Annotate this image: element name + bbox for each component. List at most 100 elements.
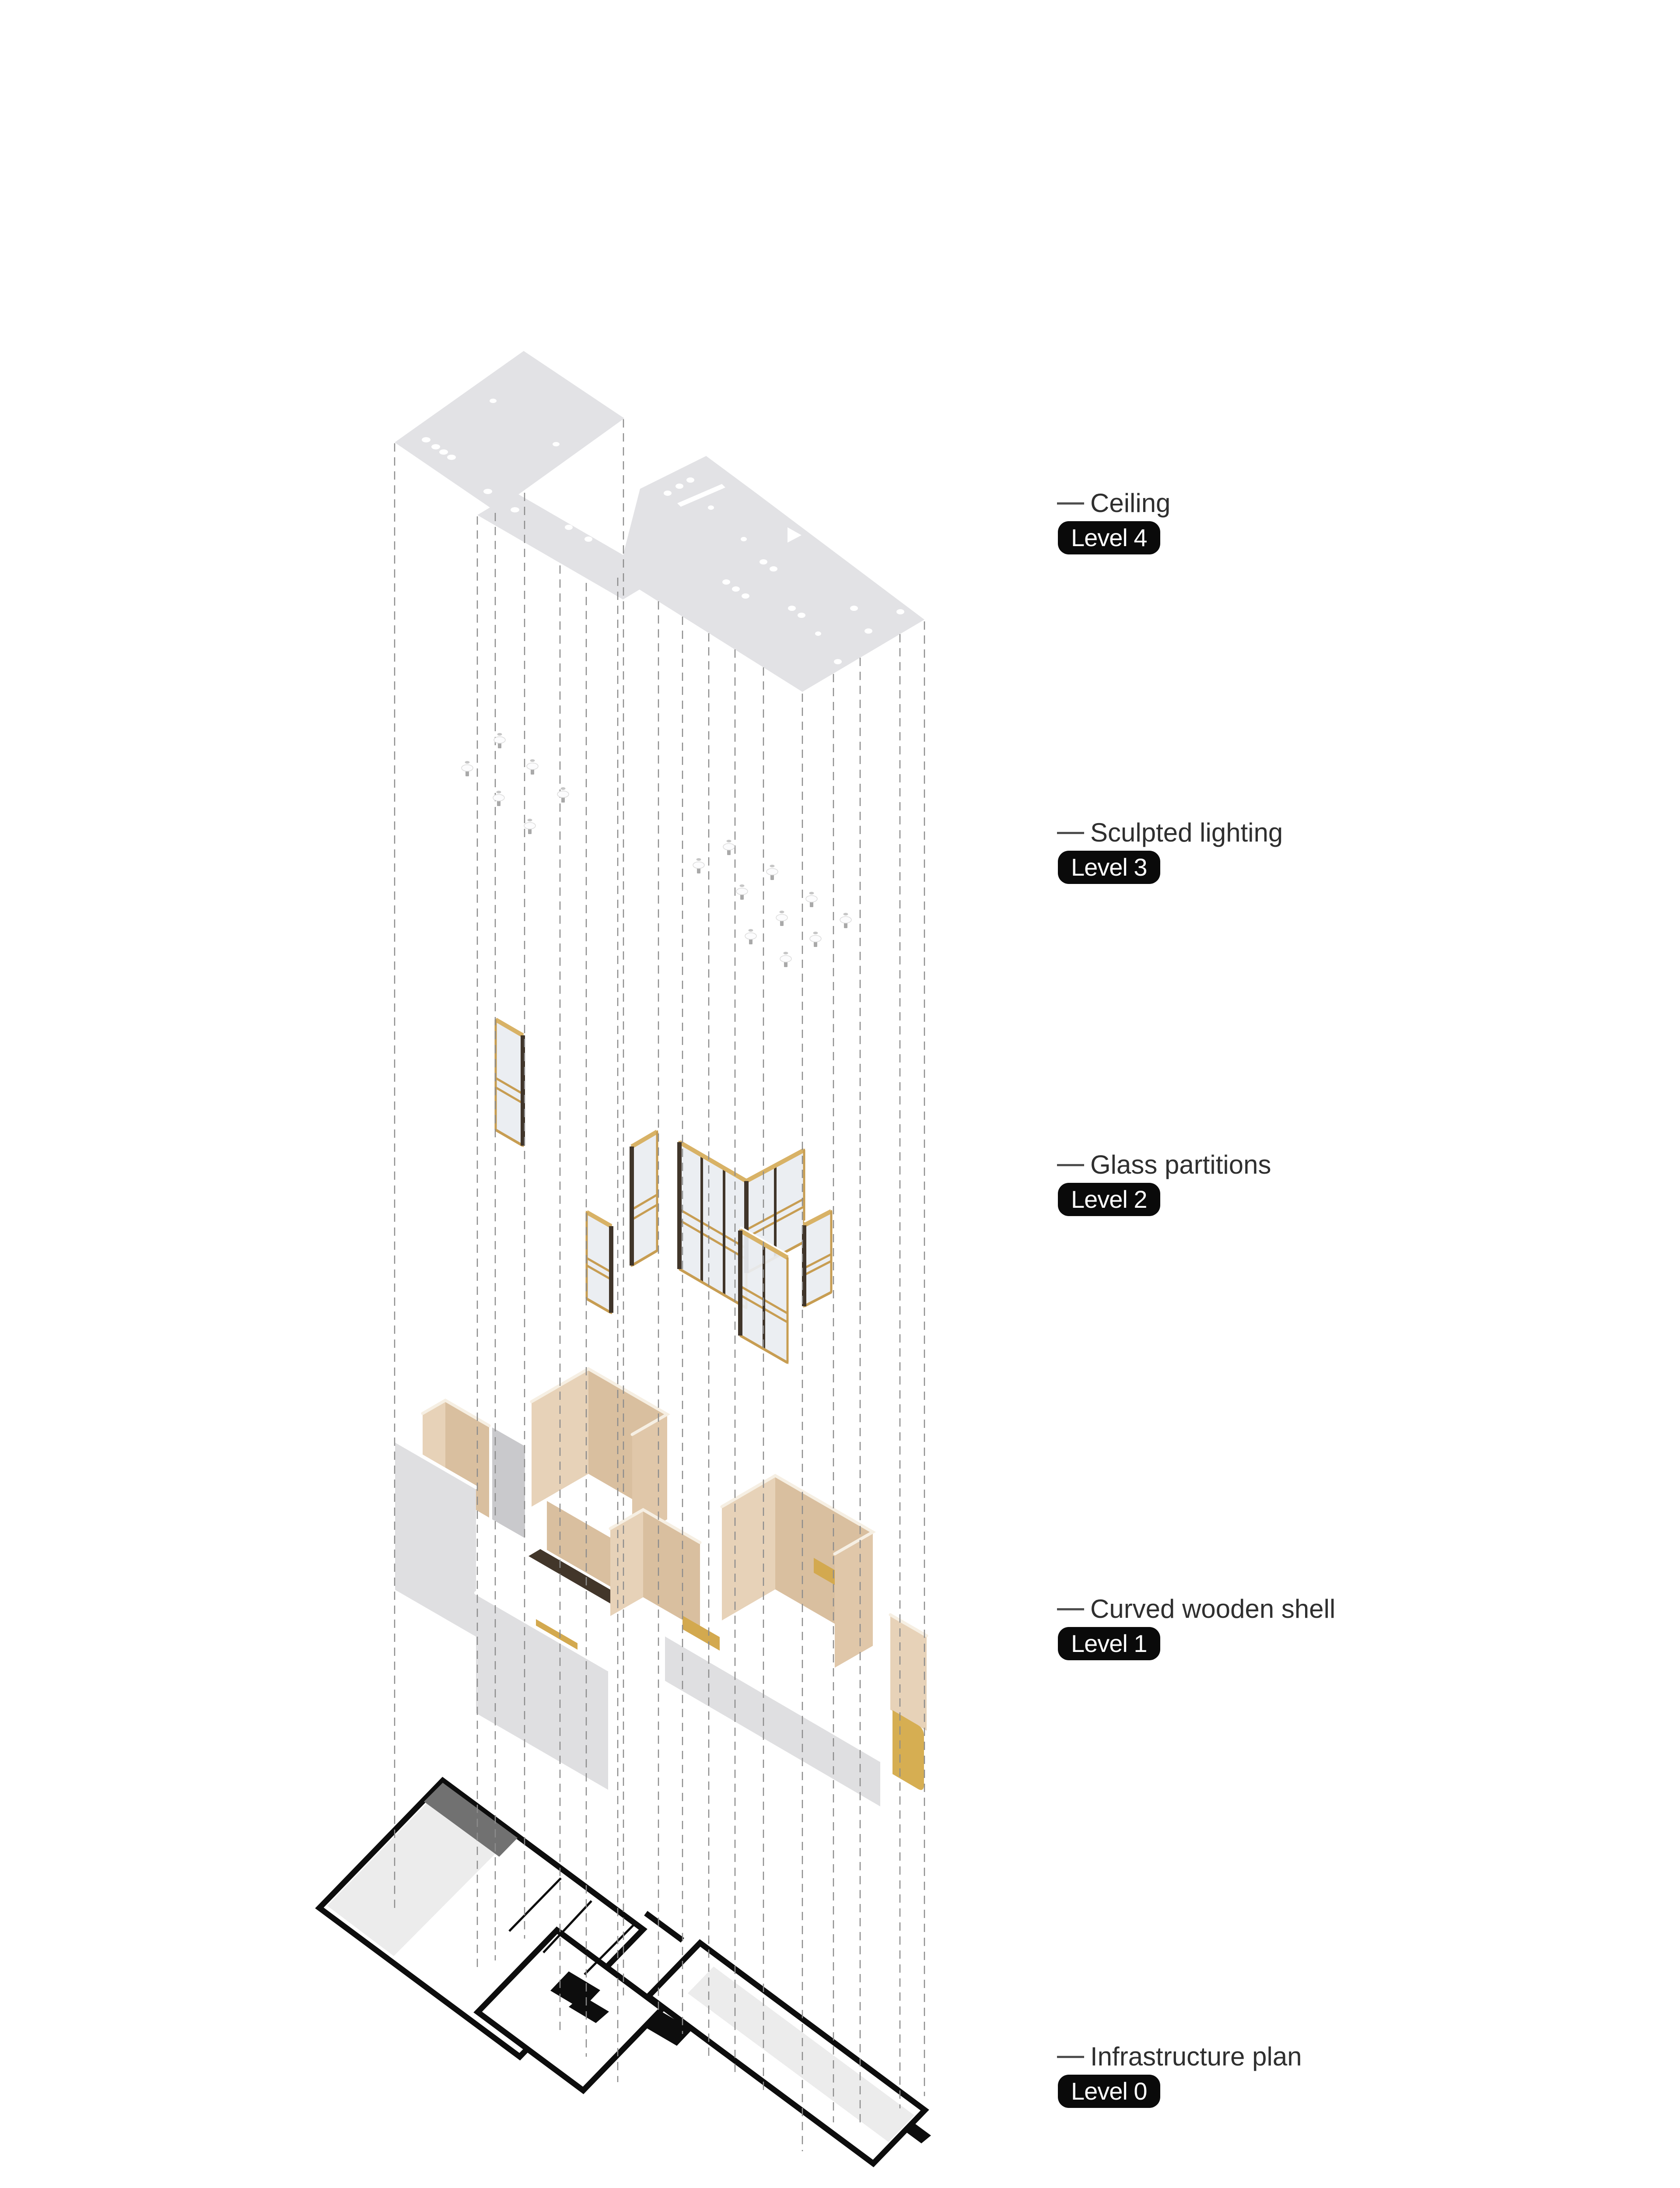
pendant-light (493, 791, 505, 806)
glass-top-highlight (804, 1207, 832, 1223)
glass-panel (494, 1015, 525, 1147)
pendant-shade (736, 887, 748, 895)
glass-bottom-rail (631, 1249, 658, 1267)
pendant-light (494, 733, 506, 748)
glass-mullion (631, 1194, 658, 1211)
annotation-level-0: Infrastructure plan Level 0 (1057, 2041, 1302, 2108)
wood-wall (722, 1476, 775, 1620)
annotation-level-1: Curved wooden shell Level 1 (1057, 1594, 1335, 1660)
glass-bottom-rail (739, 1334, 788, 1364)
glass-panel (677, 1138, 748, 1310)
glass-top-rail (803, 1209, 833, 1227)
glass-mullion (803, 1260, 832, 1276)
plan-core-black (550, 1971, 931, 2143)
pendant-shade (524, 822, 536, 830)
leader-dash (1057, 1164, 1084, 1166)
level-title: Glass partitions (1090, 1150, 1271, 1179)
pendant-cap (813, 932, 818, 934)
level-title: Infrastructure plan (1090, 2042, 1302, 2071)
level-badge: Level 3 (1058, 851, 1160, 884)
glass-pane (495, 1018, 524, 1147)
glass-mullion (586, 1257, 612, 1273)
pendant-light (723, 840, 735, 855)
wood-low-wall (547, 1501, 621, 1593)
glass-top-rail (494, 1017, 524, 1038)
glass-top-highlight (495, 1015, 524, 1033)
pendant-light (780, 952, 792, 967)
glass-top-rail (745, 1148, 805, 1183)
glass-mullion (586, 1264, 612, 1280)
pendant-cap (530, 759, 535, 762)
glass-top-highlight (746, 1146, 805, 1178)
wall-gray-small (492, 1427, 525, 1538)
annotation-level-4: Ceiling Level 4 (1057, 488, 1170, 554)
pendant-cap (783, 952, 788, 954)
level-badge: Level 0 (1058, 2075, 1160, 2108)
glass-mullion (631, 1204, 658, 1221)
pendant-light (461, 761, 473, 776)
ceiling-slab-left (395, 351, 624, 511)
pendant-shade (766, 868, 778, 876)
pendant-cap (843, 913, 848, 915)
pendant-shade (809, 935, 822, 943)
pendant-cap (560, 787, 566, 790)
leader-dash (1057, 1608, 1084, 1610)
annotation-level-2: Glass partitions Level 2 (1057, 1150, 1271, 1216)
glass-panel (630, 1127, 658, 1267)
annotation-title-row: Sculpted lighting (1057, 817, 1283, 848)
pendant-cap (748, 929, 753, 932)
glass-top-rail (585, 1210, 612, 1228)
level-title: Ceiling (1090, 488, 1171, 518)
pendant-light (557, 787, 569, 803)
pendant-cap (465, 761, 470, 764)
annotation-title-row: Curved wooden shell (1057, 1594, 1335, 1624)
annotation-level-3: Sculpted lighting Level 3 (1057, 817, 1283, 884)
pendant-cap (496, 791, 501, 793)
gray-top-rims (393, 1439, 882, 1762)
pendant-light (693, 858, 705, 873)
wood-wall (610, 1510, 643, 1616)
glass-panel (802, 1207, 833, 1308)
glass-top-highlight (740, 1226, 788, 1255)
glass-panel (585, 1208, 613, 1315)
pendant-shade (745, 932, 757, 940)
plan-darkgray-block (424, 1783, 518, 1857)
ceiling-holes (422, 399, 904, 664)
ceiling-corridor (477, 492, 661, 600)
pendant-shade (693, 861, 705, 869)
pendant-light (805, 892, 818, 907)
pendant-shade (494, 736, 506, 744)
glass-pane (586, 1210, 612, 1315)
leader-dash (1057, 831, 1084, 834)
glass-mullion (803, 1253, 832, 1269)
leader-dash (1057, 2055, 1084, 2058)
plan-room-middle (473, 1926, 667, 2094)
level-badge: Level 2 (1058, 1183, 1160, 1216)
ceiling-plan-level4 (395, 351, 924, 692)
glass-bottom-rail (803, 1291, 832, 1308)
level-badge: Level 4 (1058, 521, 1160, 554)
glass-top-rail (630, 1129, 658, 1149)
projection-lines (394, 419, 925, 2151)
pendant-cap (527, 819, 532, 821)
pendant-shade (723, 843, 735, 851)
pendant-light (776, 911, 788, 926)
wooden-shell-level1 (393, 1367, 928, 1806)
wall-gray-left (395, 1441, 476, 1637)
leader-dash (1057, 502, 1084, 505)
pendant-cap (696, 858, 701, 861)
ceiling-slab-right (618, 456, 924, 692)
pendant-cap (770, 865, 775, 867)
annotation-title-row: Glass partitions (1057, 1150, 1271, 1180)
pendant-light (526, 759, 539, 775)
wood-wall (835, 1532, 873, 1668)
sculpted-lighting-level3 (461, 733, 852, 967)
pendant-cap (809, 892, 814, 894)
pendant-light (840, 913, 852, 928)
level-title: Curved wooden shell (1090, 1594, 1336, 1623)
pendant-shade (493, 794, 505, 802)
pendant-light (736, 884, 748, 900)
wall-gray-front-left (476, 1593, 608, 1790)
